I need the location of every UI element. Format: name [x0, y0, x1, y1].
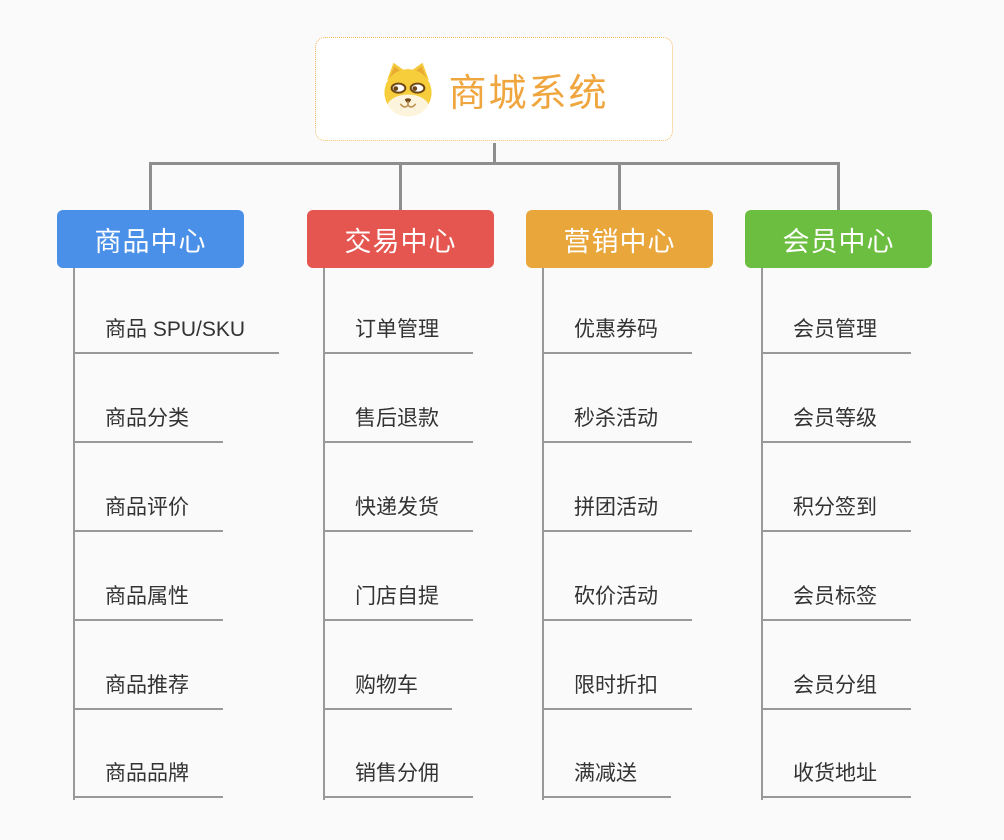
child-node[interactable]: 门店自提	[323, 581, 473, 621]
connector-rail	[149, 162, 840, 165]
child-node[interactable]: 收货地址	[761, 758, 911, 798]
child-node[interactable]: 秒杀活动	[542, 403, 692, 443]
child-node[interactable]: 快递发货	[323, 492, 473, 532]
child-node[interactable]: 会员分组	[761, 670, 911, 710]
dog-face-icon	[384, 62, 433, 117]
child-node[interactable]: 商品推荐	[73, 670, 223, 710]
child-node[interactable]: 销售分佣	[323, 758, 473, 798]
child-node[interactable]: 砍价活动	[542, 581, 692, 621]
child-node[interactable]: 积分签到	[761, 492, 911, 532]
branch-spine	[73, 268, 75, 800]
child-node[interactable]: 满减送	[542, 758, 671, 798]
connector-root-drop	[493, 143, 496, 163]
child-node[interactable]: 购物车	[323, 670, 452, 710]
child-node[interactable]: 商品 SPU/SKU	[73, 314, 280, 354]
branch-spine	[323, 268, 325, 800]
child-node[interactable]: 会员管理	[761, 314, 911, 354]
child-node[interactable]: 优惠券码	[542, 314, 692, 354]
branch-node[interactable]: 营销中心	[526, 210, 713, 268]
branch-node[interactable]: 会员中心	[745, 210, 932, 268]
connector-branch-drop	[618, 162, 621, 210]
child-node[interactable]: 售后退款	[323, 403, 473, 443]
child-node[interactable]: 会员标签	[761, 581, 911, 621]
connector-branch-drop	[149, 162, 152, 210]
child-node[interactable]: 商品评价	[73, 492, 223, 532]
child-node[interactable]: 拼团活动	[542, 492, 692, 532]
child-node[interactable]: 订单管理	[323, 314, 473, 354]
root-title: 商城系统	[448, 72, 609, 115]
branch-spine	[761, 268, 763, 800]
branch-node[interactable]: 交易中心	[307, 210, 494, 268]
child-node[interactable]: 商品分类	[73, 403, 223, 443]
connector-branch-drop	[399, 162, 402, 210]
root-node[interactable]: 商城系统	[315, 37, 673, 141]
connector-branch-drop	[837, 162, 840, 210]
child-node[interactable]: 商品品牌	[73, 758, 223, 798]
child-node[interactable]: 商品属性	[73, 581, 223, 621]
child-node[interactable]: 会员等级	[761, 403, 911, 443]
branch-node[interactable]: 商品中心	[57, 210, 244, 268]
child-node[interactable]: 限时折扣	[542, 670, 692, 710]
branch-spine	[542, 268, 544, 800]
